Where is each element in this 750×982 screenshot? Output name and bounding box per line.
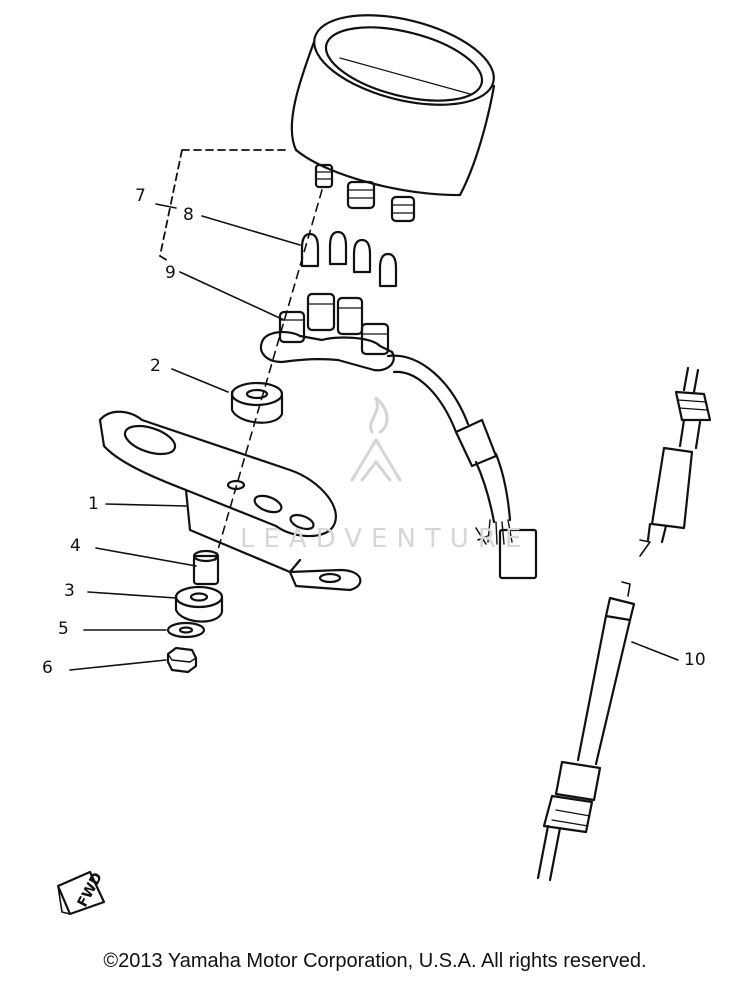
callout-9: 9: [165, 263, 176, 283]
fwd-arrow-mark: [56, 870, 106, 916]
watermark-text: LEADVENTURE: [240, 524, 531, 554]
assembly-centerline: [214, 189, 323, 561]
callout-2: 2: [150, 356, 161, 376]
bulbs: [300, 230, 398, 288]
callout-7-bracket: [159, 149, 291, 263]
watermark-logo: [350, 396, 402, 482]
callout-4: 4: [70, 536, 81, 556]
socket-wire-plate: [259, 292, 395, 372]
cable-upper: [639, 366, 712, 557]
callout-7: 7: [135, 186, 146, 206]
cable-lower: [536, 581, 636, 882]
damper: [174, 585, 224, 623]
callout-10: 10: [684, 650, 706, 670]
callout-leader-lines: [69, 203, 679, 671]
wire-harness: [386, 354, 538, 580]
nut: [166, 646, 198, 674]
callout-5: 5: [58, 619, 69, 639]
callout-3: 3: [64, 581, 75, 601]
callout-1: 1: [88, 494, 99, 514]
housing-sockets: [314, 163, 416, 223]
grommet: [230, 381, 284, 424]
meter-bracket: [98, 410, 362, 592]
copyright-notice: ©2013 Yamaha Motor Corporation, U.S.A. A…: [103, 950, 647, 972]
callout-8: 8: [183, 205, 194, 225]
washer: [166, 621, 206, 639]
callout-6: 6: [42, 658, 53, 678]
collar: [192, 549, 220, 586]
